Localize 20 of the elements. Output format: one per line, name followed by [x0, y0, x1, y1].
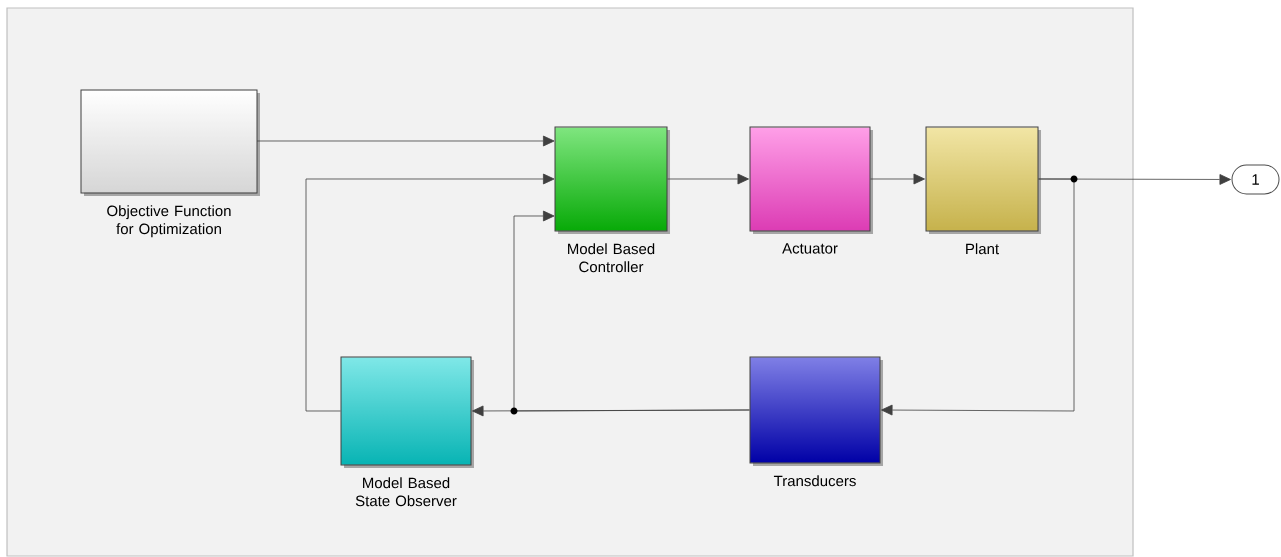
node-label: Actuator	[782, 243, 838, 254]
arrow	[256, 135, 555, 147]
block: Plant	[925, 126, 1041, 255]
arrow	[667, 173, 749, 185]
arrow	[472, 405, 750, 417]
block: Model Based State Observer	[340, 356, 474, 507]
node-label: Plant	[966, 243, 999, 255]
node-label: Transducers	[773, 475, 856, 487]
outport: 1	[1231, 164, 1280, 195]
block: Transducers	[749, 356, 883, 487]
node-label: Model Based State Observer	[355, 477, 457, 507]
node-label: Objective Function for Optimization	[107, 205, 231, 238]
block: Objective Function for Optimization	[80, 89, 260, 238]
arrow	[870, 173, 925, 185]
arrow	[881, 178, 1075, 416]
arrow	[305, 173, 555, 412]
block: Actuator	[749, 126, 873, 254]
arrow	[1038, 174, 1231, 185]
block: Model Based Controller	[554, 126, 670, 273]
node-label: Model Based Controller	[568, 243, 655, 273]
